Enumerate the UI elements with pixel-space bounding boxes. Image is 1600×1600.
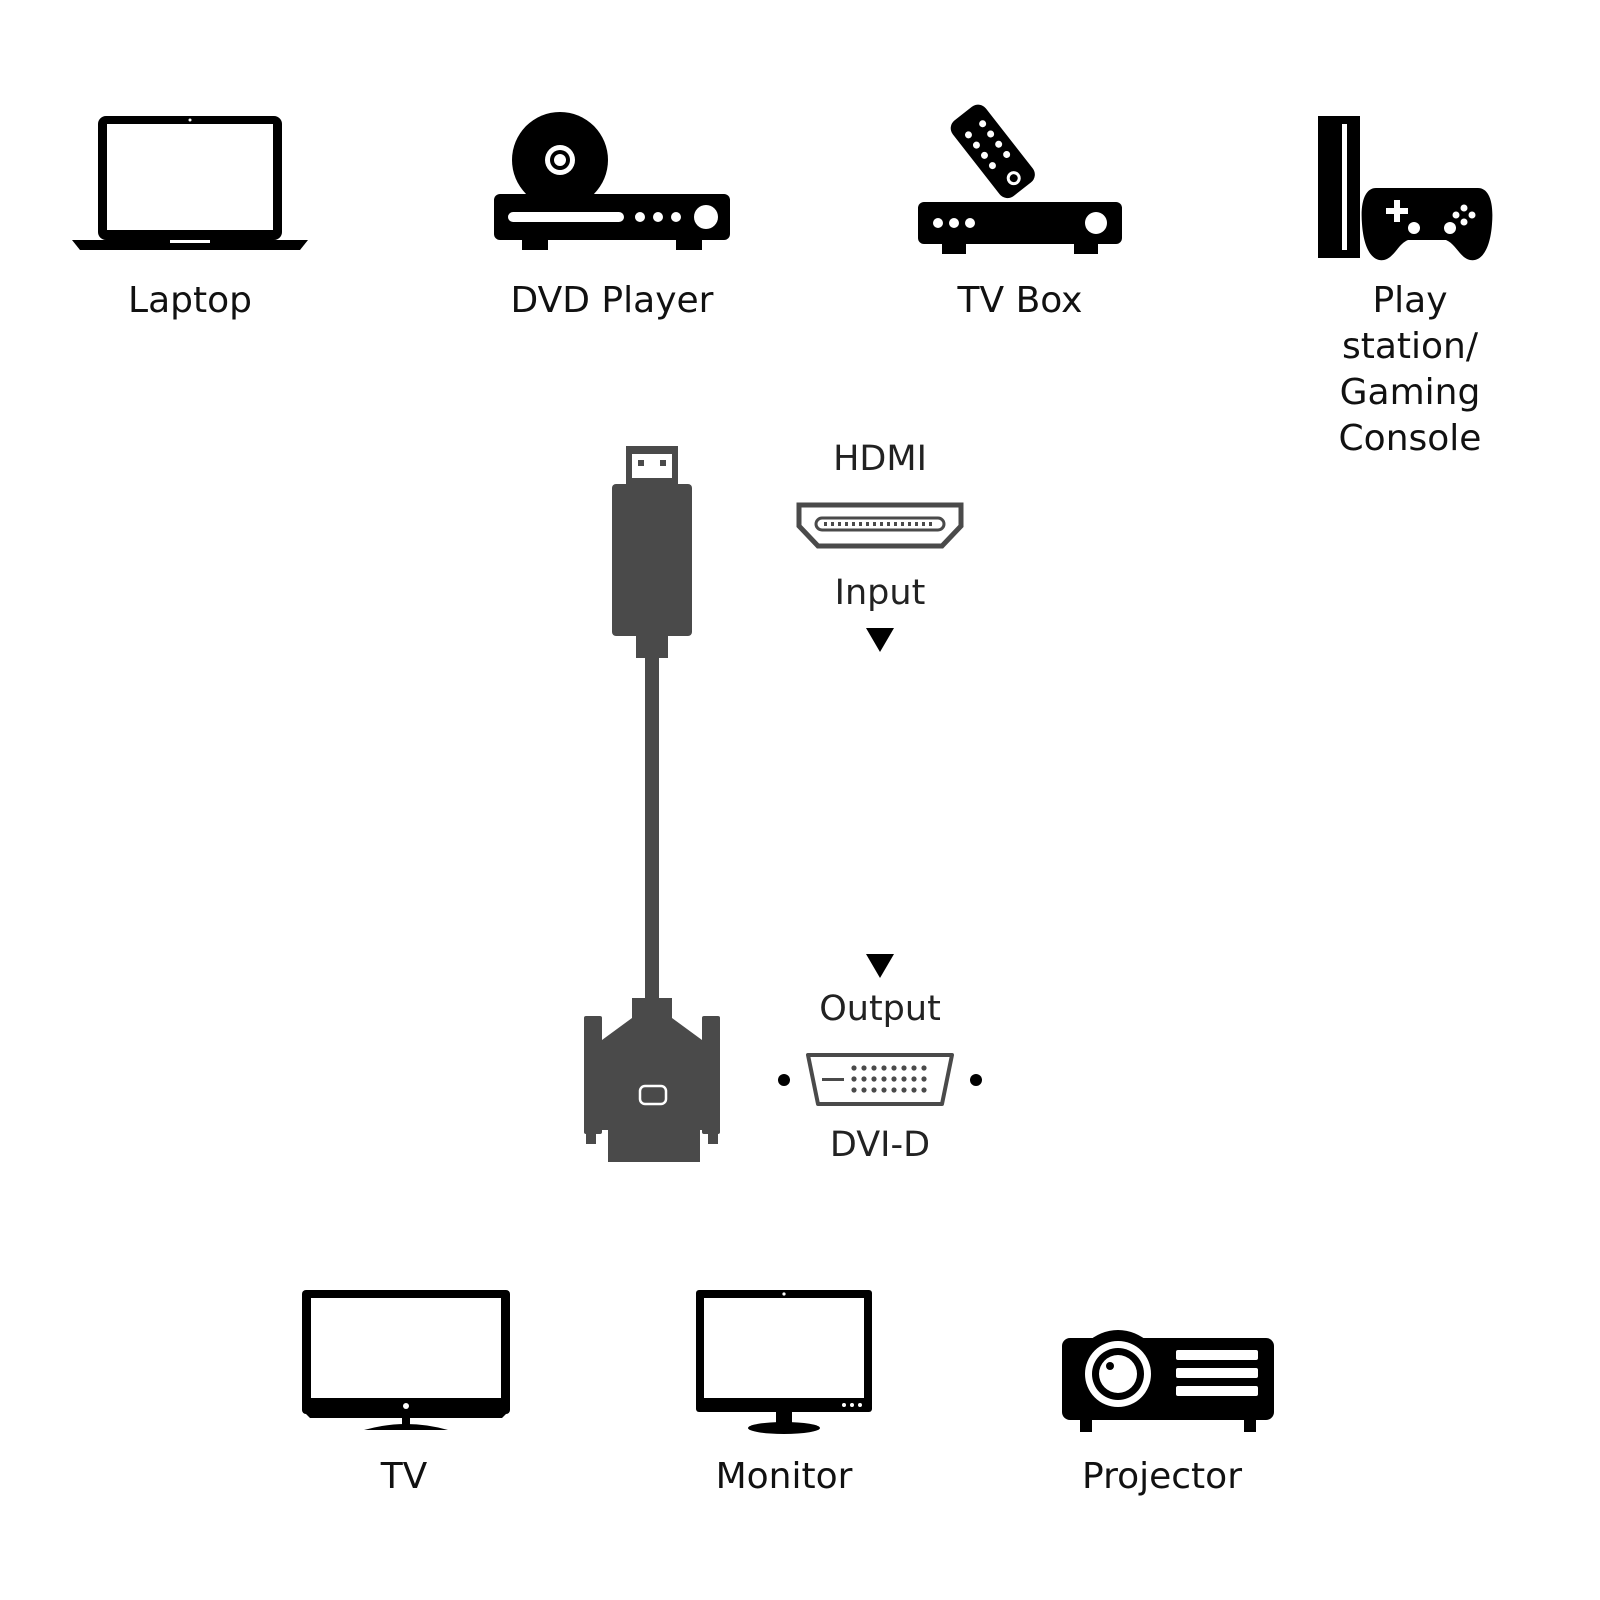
output-connector-label: DVI-D [829,1125,931,1165]
dvd-player-icon [494,112,730,250]
target-label-tv: TV [380,1456,428,1497]
projector-icon [1062,1330,1274,1432]
hdmi-to-dvi-cable [584,446,720,1162]
hdmi-plug-body [612,484,692,636]
source-label-tv-box: TV Box [957,280,1083,321]
input-label: Input [834,573,926,613]
monitor-icon [696,1290,872,1434]
source-label-laptop: Laptop [128,280,252,321]
game-console-icon [1318,116,1493,261]
dvi-plug-body [602,1018,702,1130]
output-label: Output [819,989,941,1029]
source-label-dvd-player: DVD Player [510,280,714,321]
output-arrow-down-icon [866,954,894,978]
tv-icon [302,1290,510,1430]
target-label-monitor: Monitor [715,1456,853,1497]
input-arrow-down-icon [866,628,894,652]
laptop-icon [72,116,308,250]
hdmi-port-icon [796,502,964,549]
tv-box-icon [918,104,1122,254]
source-label-game-console: Play station/ Gaming Console [1338,280,1482,459]
dvi-port-icon [778,1053,982,1106]
cable-cord [645,654,659,1004]
target-label-projector: Projector [1082,1456,1242,1497]
input-connector-label: HDMI [833,439,927,479]
